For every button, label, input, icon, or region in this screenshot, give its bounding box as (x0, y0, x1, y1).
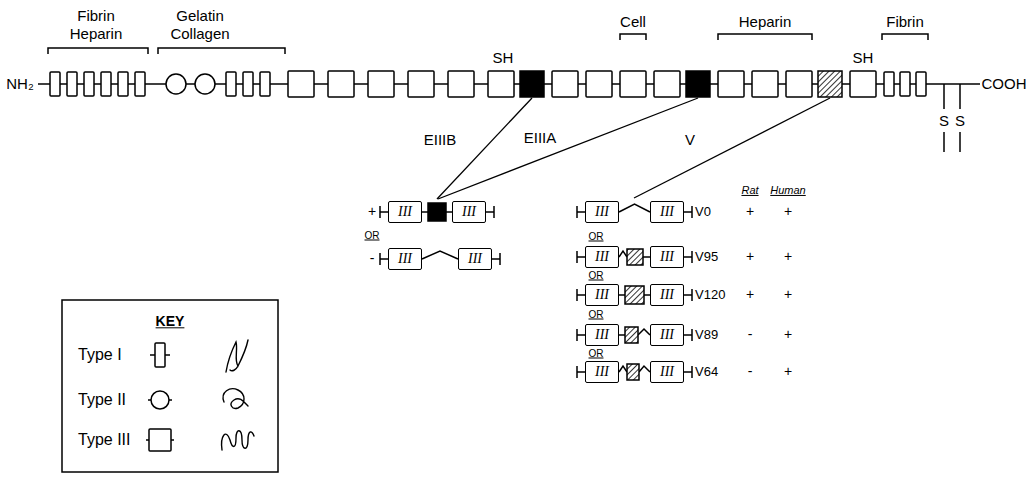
module-label: III (595, 328, 609, 342)
exon-label: EIIIA (524, 130, 557, 147)
inclusion-sign: + (368, 204, 376, 219)
eiiib-segment (520, 71, 544, 97)
splice-connector (422, 251, 458, 259)
module-box: III (585, 284, 619, 306)
presence-mark: + (784, 327, 792, 342)
key-symbols (146, 343, 174, 451)
module-label: III (462, 205, 476, 219)
presence-mark: + (746, 204, 754, 219)
or-label: OR (589, 309, 604, 320)
module-label: III (468, 252, 482, 266)
module-label: III (660, 328, 674, 342)
legend-text: Type I (78, 346, 122, 364)
exon-label: V (685, 132, 695, 149)
splice-leader-lines (437, 98, 830, 199)
sulfhydryl-label: SH (853, 50, 874, 67)
or-label: OR (365, 230, 380, 241)
variant-label: V120 (695, 288, 725, 302)
domain-label: Gelatin (176, 8, 224, 25)
module-box: III (650, 246, 684, 268)
key-title: KEY (156, 314, 185, 329)
module-label: III (595, 250, 609, 264)
fibronectin-chain (38, 71, 980, 152)
domain-label: Cell (620, 14, 646, 31)
type-i-modules (50, 72, 926, 96)
presence-mark: + (746, 249, 754, 264)
module-label: III (660, 288, 674, 302)
key-box (62, 300, 278, 472)
legend-text: Type II (78, 391, 126, 409)
module-box: III (585, 324, 619, 346)
module-label: III (595, 205, 609, 219)
species-header: Human (770, 184, 805, 196)
module-label: III (595, 288, 609, 302)
module-box: III (585, 201, 619, 223)
or-label: OR (589, 348, 604, 359)
presence-mark: + (784, 287, 792, 302)
variant-label: V0 (695, 205, 711, 219)
presence-mark: - (748, 327, 753, 342)
domain-label: Fibrin (77, 8, 115, 25)
inclusion-sign: - (370, 251, 375, 266)
presence-mark: - (748, 364, 753, 379)
v-segment (818, 71, 842, 97)
module-label: III (660, 250, 674, 264)
species-header: Rat (741, 184, 758, 196)
splice-connector (619, 204, 650, 212)
domain-label: Collagen (170, 26, 229, 43)
presence-mark: + (784, 364, 792, 379)
module-box: III (458, 248, 492, 270)
legend-text: Type III (78, 431, 130, 449)
type-ii-modules (166, 74, 215, 94)
module-box: III (650, 201, 684, 223)
splice-variant-rows (380, 206, 692, 378)
terminus-label: COOH (982, 76, 1027, 93)
module-box: III (585, 361, 619, 383)
type-iii-modules (288, 71, 876, 97)
exon-label: EIIIB (424, 132, 457, 149)
module-box: III (650, 361, 684, 383)
module-label: III (398, 205, 412, 219)
module-label: III (398, 252, 412, 266)
presence-mark: + (784, 249, 792, 264)
v-exon-segments (625, 249, 644, 380)
domain-label: Heparin (70, 26, 123, 43)
or-label: OR (589, 231, 604, 242)
sulfhydryl-label: SH (493, 50, 514, 67)
variant-label: V64 (695, 365, 718, 379)
module-box: III (388, 248, 422, 270)
module-box: III (388, 201, 422, 223)
domain-label: Fibrin (886, 14, 924, 31)
presence-mark: + (746, 287, 754, 302)
eiiia-segment (686, 71, 710, 97)
variant-label: V89 (695, 328, 718, 342)
or-label: OR (589, 270, 604, 281)
terminus-label: NH₂ (6, 76, 34, 93)
module-label: III (595, 365, 609, 379)
eiii-exon (428, 203, 446, 221)
disulfide-label: S (955, 113, 965, 130)
module-box: III (452, 201, 486, 223)
module-label: III (660, 365, 674, 379)
domain-label: Heparin (739, 14, 792, 31)
module-box: III (650, 324, 684, 346)
module-label: III (660, 205, 674, 219)
key-ribbon-illustrations (222, 340, 254, 450)
module-box: III (585, 246, 619, 268)
disulfide-label: S (939, 113, 949, 130)
presence-mark: + (784, 204, 792, 219)
variant-label: V95 (695, 250, 718, 264)
module-box: III (650, 284, 684, 306)
